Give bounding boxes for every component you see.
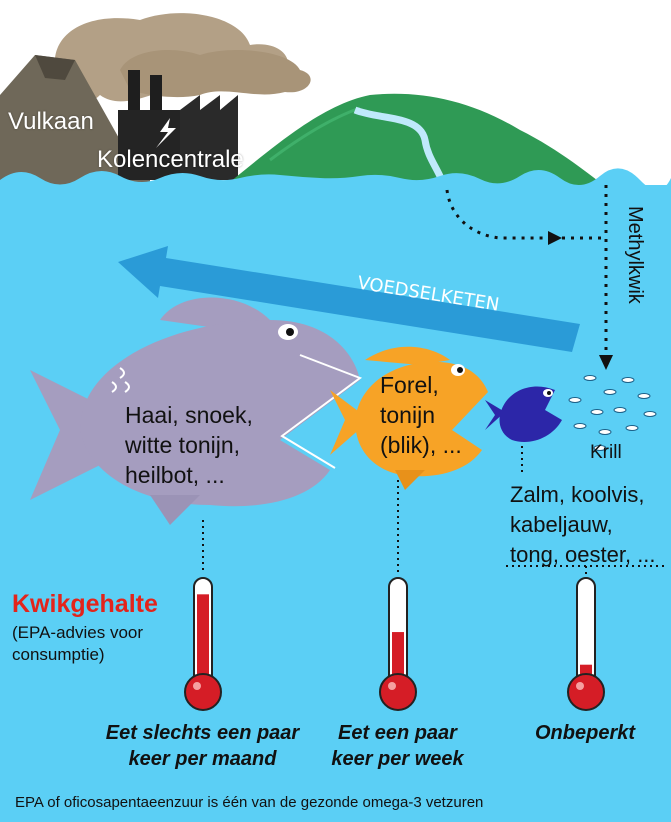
advice-2-line2: keer per week — [320, 746, 475, 772]
big-fish-line: witte tonijn, — [125, 430, 253, 460]
coal-plant-label: Kolencentrale — [97, 146, 244, 174]
bulb-highlight — [193, 682, 201, 690]
mid-fish-line: Forel, — [380, 370, 462, 400]
advice-1-line1: Eet slechts een paar — [95, 720, 310, 746]
advice-1-line2: keer per maand — [95, 746, 310, 772]
advice-1: Eet slechts een paar keer per maand — [95, 720, 310, 772]
advice-2-line1: Eet een paar — [320, 720, 475, 746]
mid-fish-line: tonijn — [380, 400, 462, 430]
mid-fish-text: Forel, tonijn (blik), ... — [380, 370, 462, 460]
small-fish-line: tong, oester, ... — [510, 540, 656, 570]
advice-3: Onbeperkt — [520, 720, 650, 746]
legend-title: Kwikgehalte — [12, 590, 158, 619]
thermometer-bulb — [185, 674, 221, 710]
advice-2: Eet een paar keer per week — [320, 720, 475, 772]
big-fish-line: heilbot, ... — [125, 460, 253, 490]
small-fish-text: Zalm, koolvis, kabeljauw, tong, oester, … — [510, 480, 656, 570]
mid-fish-line: (blik), ... — [380, 430, 462, 460]
legend-subtitle-line: consumptie) — [12, 644, 143, 666]
advice-3-line1: Onbeperkt — [520, 720, 650, 746]
volcano-label: Vulkaan — [8, 108, 94, 136]
krill-label: Krill — [590, 442, 622, 464]
factory-smoke — [120, 50, 311, 97]
thermometer-bulb — [380, 674, 416, 710]
big-fish-text: Haai, snoek, witte tonijn, heilbot, ... — [125, 400, 253, 490]
bulb-highlight — [388, 682, 396, 690]
thermometer-bulb — [568, 674, 604, 710]
legend-subtitle-line: (EPA-advies voor — [12, 622, 143, 644]
big-fish-line: Haai, snoek, — [125, 400, 253, 430]
bulb-highlight — [576, 682, 584, 690]
small-fish-line: Zalm, koolvis, — [510, 480, 656, 510]
footnote: EPA of oficosapentaeenzuur is één van de… — [15, 794, 483, 811]
methylmercury-label: Methylkwik — [618, 206, 646, 356]
small-fish-line: kabeljauw, — [510, 510, 656, 540]
legend-subtitle: (EPA-advies voor consumptie) — [12, 622, 143, 666]
